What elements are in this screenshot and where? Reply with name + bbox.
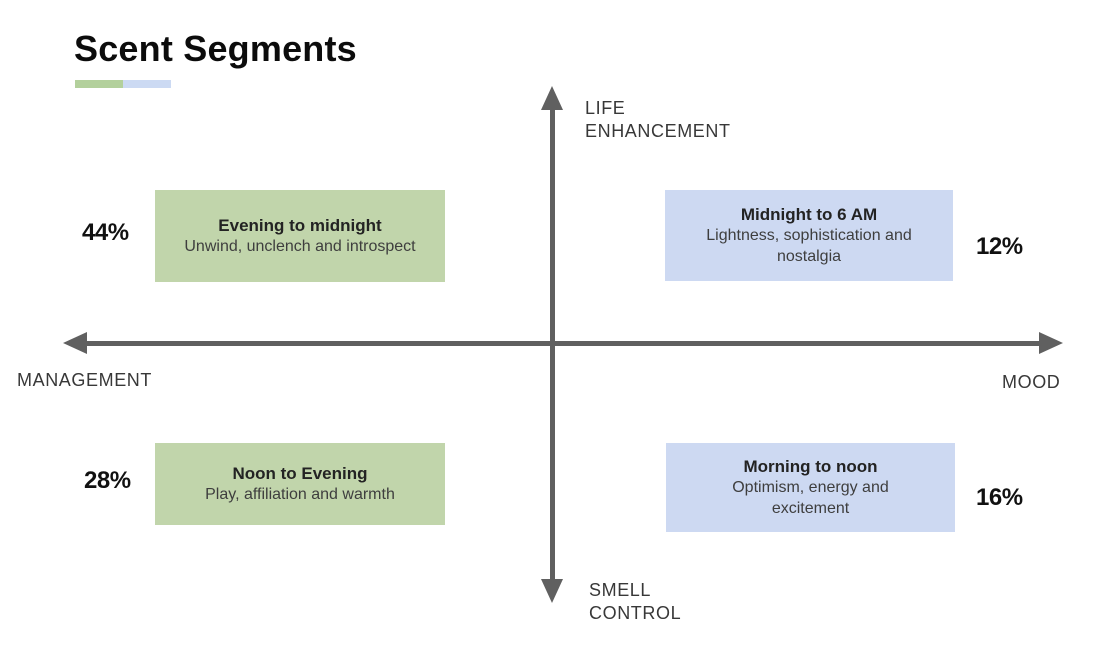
percent-label-top-left: 44% xyxy=(82,219,129,246)
axis-label-smell-control: SMELL CONTROL xyxy=(589,579,681,625)
axis-label-line: LIFE xyxy=(585,98,626,118)
quadrant-card-top-right: Midnight to 6 AM Lightness, sophisticati… xyxy=(665,190,953,281)
quadrant-description: Optimism, energy and excitement xyxy=(732,479,889,517)
x-axis-line xyxy=(74,341,1052,346)
y-axis-top-arrowhead-icon xyxy=(541,86,563,110)
title-underline-green xyxy=(75,80,123,88)
axis-label-line: SMELL xyxy=(589,580,652,600)
quadrant-heading: Midnight to 6 AM xyxy=(740,205,878,224)
quadrant-card-top-left: Evening to midnight Unwind, unclench and… xyxy=(155,190,445,282)
quadrant-card-bottom-left: Noon to Evening Play, affiliation and wa… xyxy=(155,443,445,525)
percent-label-bottom-left: 28% xyxy=(84,467,131,494)
axis-label-life-enhancement: LIFE ENHANCEMENT xyxy=(585,97,731,143)
quadrant-description: Unwind, unclench and introspect xyxy=(184,238,416,255)
axis-label-mood: MOOD xyxy=(1002,372,1061,392)
title-underline-blue xyxy=(123,80,171,88)
page-title: Scent Segments xyxy=(74,28,357,69)
percent-label-bottom-right: 16% xyxy=(976,484,1023,511)
y-axis-bottom-arrowhead-icon xyxy=(541,579,563,603)
quadrant-heading: Evening to midnight xyxy=(218,216,382,235)
quadrant-card-bottom-right: Morning to noon Optimism, energy and exc… xyxy=(666,443,955,532)
quadrant-heading: Morning to noon xyxy=(743,457,878,476)
quadrant-description: Lightness, sophistication and nostalgia xyxy=(706,227,912,265)
quadrant-heading: Noon to Evening xyxy=(232,464,368,483)
x-axis-left-arrowhead-icon xyxy=(63,332,87,354)
axis-label-line: ENHANCEMENT xyxy=(585,121,731,141)
x-axis-right-arrowhead-icon xyxy=(1039,332,1063,354)
quadrant-description: Play, affiliation and warmth xyxy=(205,486,395,503)
percent-label-top-right: 12% xyxy=(976,233,1023,260)
axis-label-line: CONTROL xyxy=(589,603,682,623)
axis-label-management: MANAGEMENT xyxy=(17,370,153,390)
